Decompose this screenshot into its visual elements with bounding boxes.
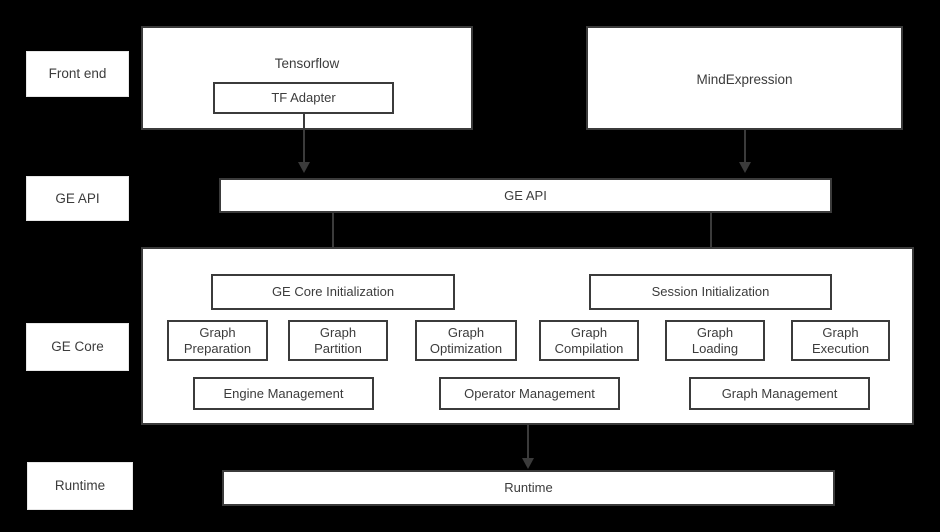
manager-engine-management: Engine Management: [193, 377, 374, 410]
module-graph-preparation: Graph Preparation: [167, 320, 268, 361]
module-graph-preparation-label: Graph Preparation: [183, 325, 252, 356]
manager-graph-management-label: Graph Management: [721, 385, 838, 401]
runtime-bar: Runtime: [222, 470, 835, 506]
manager-graph-management: Graph Management: [689, 377, 870, 410]
connector-mindexpression-to-ge-api-arrowhead: [739, 162, 751, 173]
module-graph-optimization: Graph Optimization: [415, 320, 517, 361]
module-graph-execution: Graph Execution: [791, 320, 890, 361]
module-graph-partition-label: Graph Partition: [314, 325, 362, 356]
manager-operator-management-label: Operator Management: [464, 385, 595, 401]
manager-operator-management: Operator Management: [439, 377, 620, 410]
layer-label-ge-core-text: GE Core: [51, 339, 104, 355]
layer-label-ge-api-text: GE API: [55, 190, 100, 206]
tensorflow-label: Tensorflow: [274, 56, 340, 71]
connector-tf-adapter-to-ge-api-line: [303, 114, 305, 164]
manager-engine-management-label: Engine Management: [223, 385, 344, 401]
runtime-bar-label: Runtime: [504, 480, 553, 496]
layer-label-ge-core: GE Core: [26, 323, 129, 371]
layer-label-front-end-text: Front end: [48, 66, 107, 82]
module-graph-execution-label: Graph Execution: [811, 325, 870, 356]
module-graph-compilation-label: Graph Compilation: [554, 325, 624, 356]
connector-mindexpression-to-ge-api-line: [744, 130, 746, 164]
module-graph-partition: Graph Partition: [288, 320, 388, 361]
module-graph-compilation: Graph Compilation: [539, 320, 639, 361]
layer-label-runtime-text: Runtime: [54, 478, 106, 494]
tf-adapter-box: TF Adapter: [213, 82, 394, 114]
connector-tf-adapter-to-ge-api-arrowhead: [298, 162, 310, 173]
connector-ge-api-to-ge-core-init-line: [332, 213, 334, 260]
ge-api-bar: GE API: [219, 178, 832, 213]
session-initialization-label: Session Initialization: [651, 284, 770, 300]
module-graph-optimization-label: Graph Optimization: [429, 325, 503, 356]
ge-core-initialization-box: GE Core Initialization: [211, 274, 455, 310]
ge-api-bar-label: GE API: [504, 187, 547, 203]
mindexpression-label: MindExpression: [696, 72, 793, 87]
connector-ge-core-to-runtime-arrowhead: [522, 458, 534, 469]
layer-label-front-end: Front end: [26, 51, 129, 97]
tensorflow-frame: Tensorflow: [141, 26, 473, 130]
module-graph-loading: Graph Loading: [665, 320, 765, 361]
layer-label-ge-api: GE API: [26, 176, 129, 221]
layer-label-runtime: Runtime: [27, 462, 133, 510]
tf-adapter-label: TF Adapter: [271, 90, 336, 106]
connector-ge-core-to-runtime-line: [527, 425, 529, 460]
mindexpression-frame: MindExpression: [586, 26, 903, 130]
module-graph-loading-label: Graph Loading: [691, 325, 739, 356]
session-initialization-box: Session Initialization: [589, 274, 832, 310]
ge-core-initialization-label: GE Core Initialization: [271, 284, 395, 300]
connector-ge-api-to-session-init-line: [710, 213, 712, 260]
